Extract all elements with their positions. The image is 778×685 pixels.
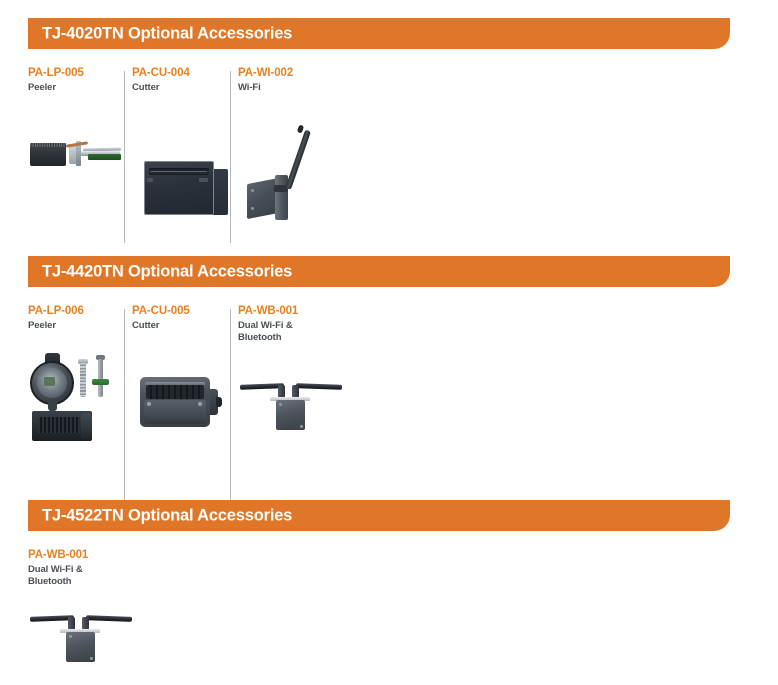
section-banner-tj-4522tn: TJ-4522TN Optional Accessories [28, 500, 730, 531]
product-part-number: PA-WB-001 [238, 305, 299, 317]
column-divider [124, 309, 125, 509]
product-description: Wi-Fi [238, 82, 261, 93]
section-banner-tj-4420tn: TJ-4420TN Optional Accessories [28, 256, 730, 287]
product-description: Cutter [132, 320, 160, 331]
product-image-cutter [140, 373, 232, 431]
product-description: Dual Wi-Fi & Bluetooth [28, 564, 83, 587]
product-image-peeler [28, 351, 120, 443]
column-divider [230, 309, 231, 509]
product-part-number: PA-CU-004 [132, 67, 190, 79]
section-title: TJ-4522TN Optional Accessories [42, 506, 293, 524]
product-part-number: PA-LP-005 [28, 67, 84, 79]
product-description: Peeler [28, 320, 56, 331]
product-description: Peeler [28, 82, 56, 93]
product-image-dual-antenna [29, 607, 134, 665]
product-image-wifi-antenna [244, 123, 328, 221]
product-image-dual-antenna [239, 375, 344, 433]
product-image-cutter [144, 157, 228, 223]
product-part-number: PA-LP-006 [28, 305, 84, 317]
product-part-number: PA-WI-002 [238, 67, 294, 79]
product-description: Dual Wi-Fi & Bluetooth [238, 320, 293, 343]
product-description: Cutter [132, 82, 160, 93]
column-divider [124, 71, 125, 243]
section-title: TJ-4420TN Optional Accessories [42, 262, 293, 280]
section-title: TJ-4020TN Optional Accessories [42, 24, 293, 42]
product-part-number: PA-WB-001 [28, 549, 89, 561]
product-image-peeler [26, 131, 126, 177]
section-banner-tj-4020tn: TJ-4020TN Optional Accessories [28, 18, 730, 49]
column-divider [230, 71, 231, 243]
product-part-number: PA-CU-005 [132, 305, 190, 317]
